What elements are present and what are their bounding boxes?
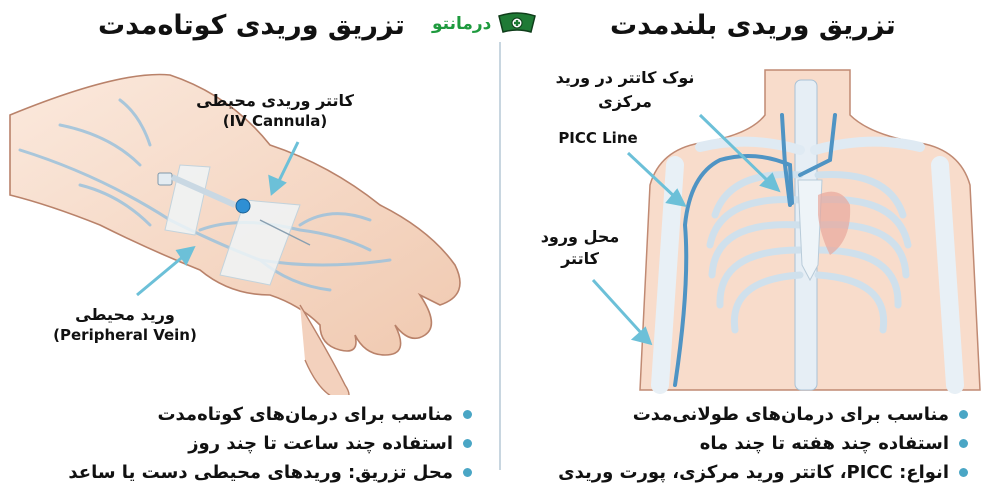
left-bullet-text: محل تزریق: وریدهای محیطی دست یا ساعد xyxy=(68,462,453,483)
iv-cannula-label-en: (IV Cannula) xyxy=(222,112,328,130)
peripheral-vein-label-en: (Peripheral Vein) xyxy=(53,326,197,344)
panel-divider xyxy=(499,42,501,470)
chest-illustration xyxy=(591,69,981,394)
right-bullet-item: استفاده چند هفته تا چند ماه xyxy=(558,429,968,458)
right-bullet-text: استفاده چند هفته تا چند ماه xyxy=(699,433,949,454)
left-bullet-text: مناسب برای درمان‌های کوتاه‌مدت xyxy=(157,404,453,425)
bullet-dot-icon xyxy=(959,439,968,448)
insertion-site-label-fa: محل ورود کاتتر xyxy=(540,227,620,268)
hand-illustration xyxy=(9,73,461,395)
right-panel-title: تزریق وریدی بلندمدت xyxy=(610,10,896,41)
peripheral-vein-label: ورید محیطی (Peripheral Vein) xyxy=(40,305,210,345)
right-bullet-text: مناسب برای درمان‌های طولانی‌مدت xyxy=(632,404,949,425)
left-bullets: مناسب برای درمان‌های کوتاه‌مدت استفاده چ… xyxy=(68,400,472,487)
left-bullet-text: استفاده چند ساعت تا چند روز xyxy=(188,433,453,454)
peripheral-vein-label-fa: ورید محیطی xyxy=(75,305,175,324)
bullet-dot-icon xyxy=(463,410,472,419)
right-bullet-text: انواع: PICC، کاتتر ورید مرکزی، پورت ورید… xyxy=(558,462,949,483)
iv-cannula-label-fa: کاتتر وریدی محیطی xyxy=(196,91,354,110)
left-bullet-item: محل تزریق: وریدهای محیطی دست یا ساعد xyxy=(68,458,472,487)
brand-name: درمانتو xyxy=(432,14,492,34)
right-bullet-item: انواع: PICC، کاتتر ورید مرکزی، پورت ورید… xyxy=(558,458,968,487)
bullet-dot-icon xyxy=(959,468,968,477)
iv-cannula-label: کاتتر وریدی محیطی (IV Cannula) xyxy=(190,91,360,131)
picc-line-label: PICC Line xyxy=(548,128,648,148)
right-bullets: مناسب برای درمان‌های طولانی‌مدت استفاده … xyxy=(558,400,968,487)
insertion-site-label: محل ورود کاتتر xyxy=(530,226,630,270)
left-panel-title: تزریق وریدی کوتاه‌مدت xyxy=(98,10,405,41)
left-bullet-item: استفاده چند ساعت تا چند روز xyxy=(68,429,472,458)
bullet-dot-icon xyxy=(959,410,968,419)
catheter-tip-label: نوک کاتتر در ورید مرکزی xyxy=(535,66,715,114)
catheter-tip-label-fa: نوک کاتتر در ورید مرکزی xyxy=(555,68,695,111)
left-bullet-item: مناسب برای درمان‌های کوتاه‌مدت xyxy=(68,400,472,429)
brand-logo: درمانتو xyxy=(432,12,537,36)
picc-line-label-en: PICC Line xyxy=(558,129,638,147)
bullet-dot-icon xyxy=(463,468,472,477)
bullet-dot-icon xyxy=(463,439,472,448)
nurse-cap-icon xyxy=(497,12,537,36)
right-bullet-item: مناسب برای درمان‌های طولانی‌مدت xyxy=(558,400,968,429)
